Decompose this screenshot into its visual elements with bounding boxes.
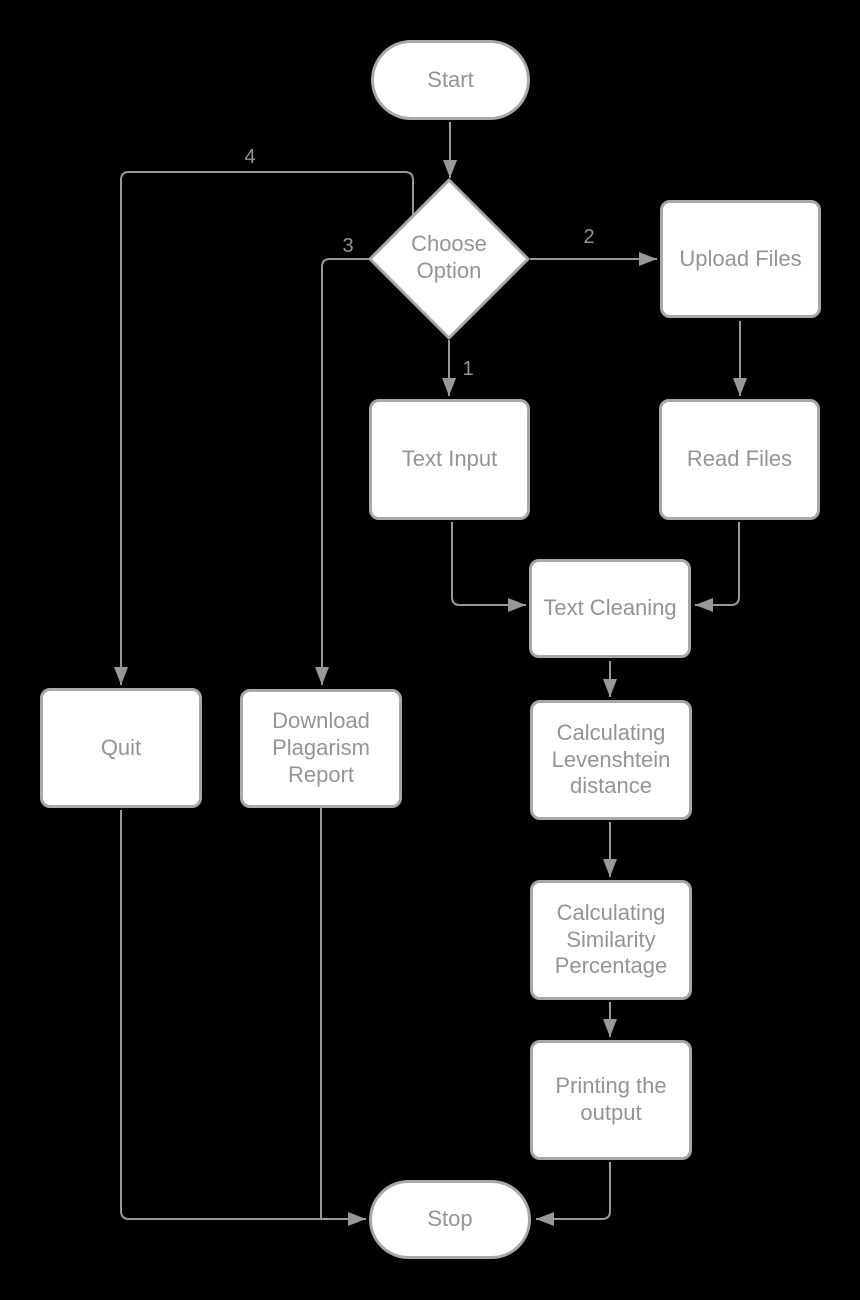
edge-label-2: 2 <box>583 226 595 248</box>
node-printing-the-output: Printing the output <box>530 1040 692 1160</box>
edge-label-3: 3 <box>342 235 354 257</box>
node-quit: Quit <box>40 688 202 808</box>
connector-printing-to-stop <box>536 1162 611 1226</box>
edge-label-1: 1 <box>462 358 474 380</box>
node-calculating-similarity-percentage: Calculating Similarity Percentage <box>530 880 692 1000</box>
connector-text-input-to-cleaning <box>451 522 526 612</box>
edge-label-4: 4 <box>244 146 256 168</box>
node-calculating-levenshtein-distance: Calculating Levenshtein distance <box>530 700 692 820</box>
decision-diamond-shape <box>368 178 530 340</box>
node-read-files: Read Files <box>659 399 820 520</box>
node-stop: Stop <box>369 1180 531 1259</box>
node-text-input: Text Input <box>369 399 530 520</box>
connector-choose-to-download-report <box>315 258 370 685</box>
node-choose-option: Choose Option <box>411 231 487 283</box>
connector-read-to-cleaning <box>695 522 740 612</box>
node-upload-files: Upload Files <box>660 200 821 318</box>
node-text-cleaning: Text Cleaning <box>529 559 691 658</box>
connector-choose-to-quit <box>114 171 414 685</box>
node-download-plagarism-report: Download Plagarism Report <box>240 689 402 808</box>
node-start: Start <box>371 40 530 120</box>
connector-quit-to-stop <box>120 810 366 1226</box>
